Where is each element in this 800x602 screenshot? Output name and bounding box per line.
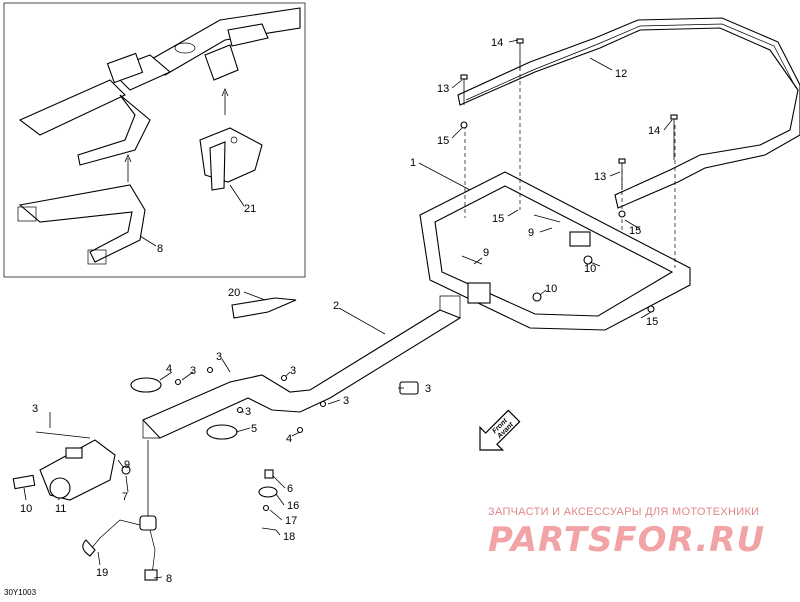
callout-3: 3 xyxy=(343,395,349,407)
callout-15: 15 xyxy=(629,225,641,237)
callout-15: 15 xyxy=(492,213,504,225)
callout-9: 9 xyxy=(483,247,489,259)
callout-2: 2 xyxy=(333,300,339,312)
callout-9: 3 xyxy=(32,403,38,415)
part-6-coupler xyxy=(39,439,116,501)
rack-upper-frame xyxy=(457,17,800,209)
callout-9: 9 xyxy=(528,227,534,239)
callout-14: 14 xyxy=(491,37,503,49)
part-16-bushing xyxy=(264,469,274,479)
callout-11: 10 xyxy=(20,503,32,515)
callout-15: 15 xyxy=(437,135,449,147)
callout-16: 6 xyxy=(287,483,293,495)
callout-18: 17 xyxy=(285,515,297,527)
watermark: ЗАПЧАСТИ И АКСЕССУАРЫ ДЛЯ МОТОТЕХНИКИ PA… xyxy=(488,506,788,566)
callout-1: 1 xyxy=(410,157,416,169)
watermark-tagline: ЗАПЧАСТИ И АКСЕССУАРЫ ДЛЯ МОТОТЕХНИКИ xyxy=(488,506,760,518)
callout-12: 12 xyxy=(615,68,627,80)
inset-frame xyxy=(3,2,306,278)
callout-19: 18 xyxy=(283,531,295,543)
callout-13: 13 xyxy=(594,171,606,183)
callout-3: 3 xyxy=(190,365,196,377)
front-direction-arrow: Front Avant xyxy=(479,409,521,451)
hitch-tongue xyxy=(142,295,462,439)
callout-numbers: 14 12 13 15 14 13 1 15 9 15 9 10 10 15 2… xyxy=(20,37,660,585)
callout-3: 3 xyxy=(245,406,251,418)
callout-14: 14 xyxy=(648,125,660,137)
callout-4: 4 xyxy=(166,363,172,375)
part-9-bolt xyxy=(35,431,91,439)
callout-4: 5 xyxy=(251,423,257,435)
part-8-chain-b xyxy=(149,529,156,576)
callout-3: 3 xyxy=(216,351,222,363)
part-11-pin xyxy=(12,474,36,490)
callout-21: 8 xyxy=(157,243,163,255)
callout-5: 3 xyxy=(425,383,431,395)
drawing-code: 30Y1003 xyxy=(4,588,37,597)
callout-10: 10 xyxy=(584,263,596,275)
callout-10: 7 xyxy=(122,491,128,503)
leader-lines xyxy=(23,39,673,579)
part-17-spacer xyxy=(258,486,278,498)
part-18-washer xyxy=(262,504,270,512)
callout-8: 8 xyxy=(166,573,172,585)
rack-base-frame xyxy=(419,171,691,331)
part-19-bolt xyxy=(261,527,277,531)
callout-3: 4 xyxy=(286,433,292,445)
callout-13: 13 xyxy=(437,83,449,95)
callout-6: 11 xyxy=(55,503,66,515)
part-4-cap-lower xyxy=(206,424,238,440)
part-4-cap-upper xyxy=(130,377,162,393)
callout-22: 21 xyxy=(244,203,256,215)
part-20-decal xyxy=(231,297,297,319)
callout-10: 10 xyxy=(545,283,557,295)
inset-part-22 xyxy=(199,127,263,191)
callout-3: 3 xyxy=(290,365,296,377)
callout-17: 16 xyxy=(287,500,299,512)
callout-7: 9 xyxy=(124,459,130,471)
inset-part-21 xyxy=(17,184,146,265)
callout-8: 19 xyxy=(96,567,108,579)
watermark-logo: PARTSFOR.RU xyxy=(488,520,766,560)
callout-15: 15 xyxy=(646,316,658,328)
callout-20: 20 xyxy=(228,287,240,299)
part-8-chain-a xyxy=(89,519,141,551)
inset-rear-frame xyxy=(18,7,301,166)
